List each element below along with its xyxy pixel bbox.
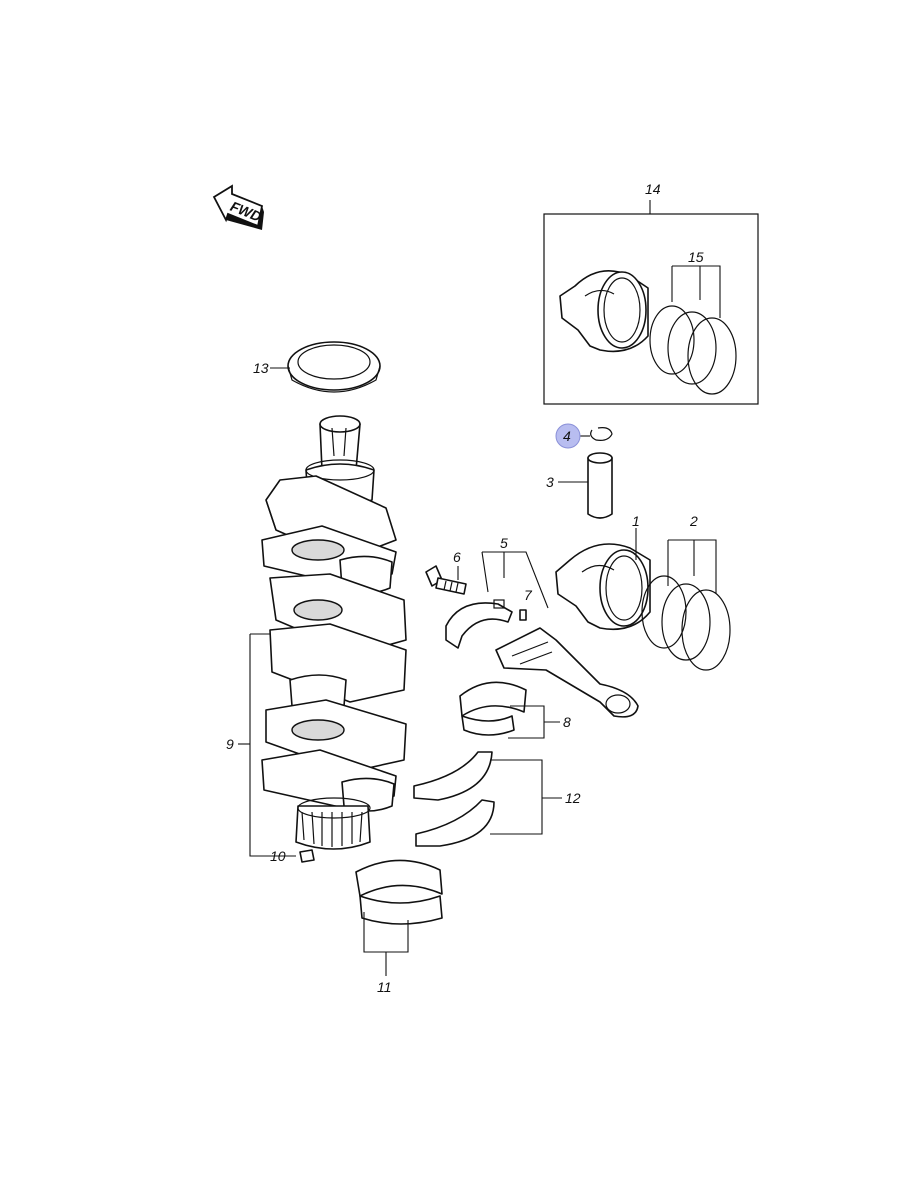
callout-11[interactable]: 11 xyxy=(377,979,392,995)
con-rod-bearing xyxy=(459,681,527,736)
callout-15[interactable]: 15 xyxy=(688,249,704,265)
piston xyxy=(555,543,651,631)
callout-8[interactable]: 8 xyxy=(563,714,571,730)
thrust-washers xyxy=(413,751,495,847)
callout-1[interactable]: 1 xyxy=(632,513,640,529)
callout-6[interactable]: 6 xyxy=(453,549,461,565)
fwd-arrow-icon: FWD xyxy=(212,184,264,230)
circlip xyxy=(590,427,613,441)
callout-4-highlight xyxy=(555,423,581,449)
callout-13[interactable]: 13 xyxy=(253,360,269,376)
piston-pin xyxy=(587,452,613,519)
callout-2[interactable]: 2 xyxy=(689,513,698,529)
piston-kit-piston xyxy=(559,270,649,353)
callout-10[interactable]: 10 xyxy=(270,848,286,864)
callout-5[interactable]: 5 xyxy=(500,535,508,551)
oil-seal xyxy=(287,341,381,393)
callout-3[interactable]: 3 xyxy=(546,474,554,490)
connecting-rod xyxy=(495,627,639,718)
piston-rings xyxy=(641,575,731,671)
main-bearing xyxy=(355,859,443,925)
con-rod-cap xyxy=(445,599,513,649)
callout-12[interactable]: 12 xyxy=(565,790,581,806)
con-rod-bolt xyxy=(425,565,467,595)
dowel-pin xyxy=(519,609,527,621)
piston-kit-box xyxy=(543,200,759,405)
crankshaft-key xyxy=(299,849,315,863)
callout-14[interactable]: 14 xyxy=(645,181,661,197)
callout-9[interactable]: 9 xyxy=(226,736,234,752)
crankshaft xyxy=(261,415,407,850)
piston-kit-rings xyxy=(649,305,737,395)
callout-4[interactable]: 4 xyxy=(563,428,571,444)
callout-7[interactable]: 7 xyxy=(524,587,533,603)
